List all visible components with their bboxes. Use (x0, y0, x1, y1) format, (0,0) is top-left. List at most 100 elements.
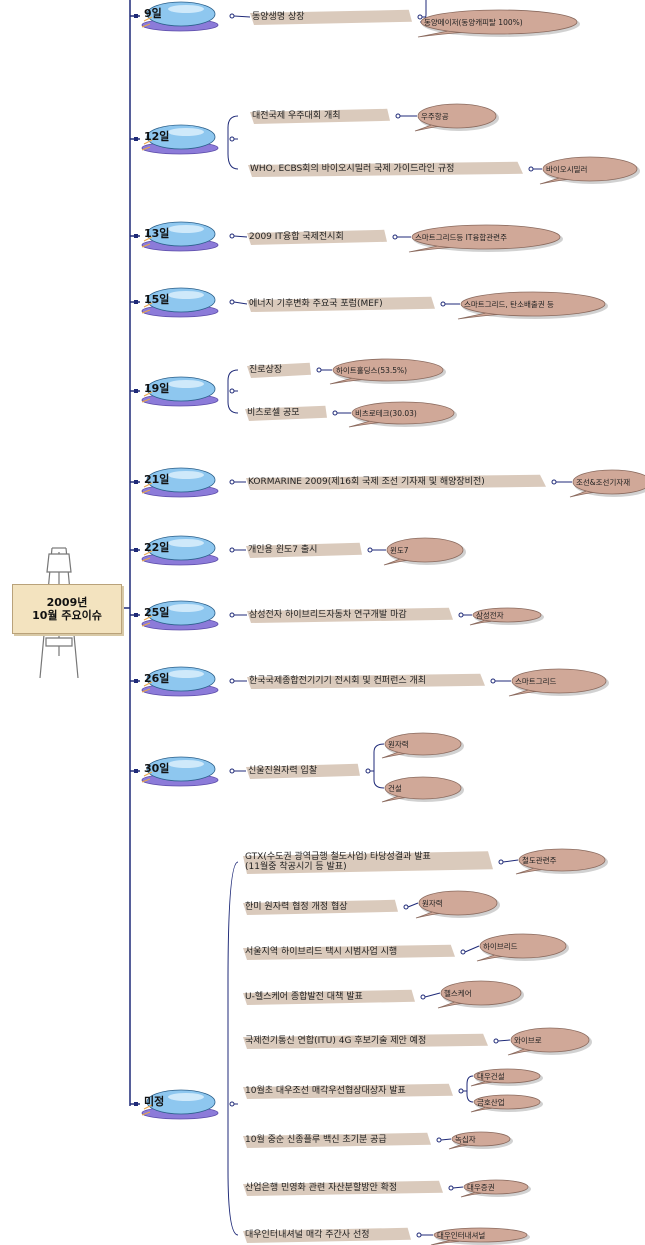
topic-item[interactable]: 개인용 윈도7 출시 (246, 542, 362, 558)
topic-item[interactable]: 한미 원자력 협정 개정 협상 (243, 899, 398, 915)
topic-item[interactable]: 국제전기통신 연합(ITU) 4G 후보기술 제안 예정 (243, 1033, 488, 1049)
tag-label: 대우인터내셔널 (437, 1231, 486, 1240)
topic-item[interactable]: 10월초 대우조선 매각우선협상대상자 발표 (243, 1083, 453, 1099)
tag-bubble[interactable]: 하이브리드 (476, 933, 569, 962)
tag-label: 조선&조선기자재 (576, 478, 631, 487)
tag-bubble[interactable]: 비츠로테크(30.03) (348, 401, 457, 428)
date-node[interactable]: 21일 (140, 465, 224, 499)
topic-item[interactable]: WHO, ECBS회의 바이오시밀러 국제 가이드라인 규정 (248, 161, 523, 177)
tag-label: 금호산업 (477, 1098, 505, 1107)
tag-label: 스마트그리드, 탄소배출권 등 (464, 300, 554, 309)
topic-item[interactable]: 에너지 기후변화 주요국 포럼(MEF) (247, 296, 435, 312)
date-node[interactable]: 19일 (140, 374, 224, 408)
topic-item[interactable]: 동양생명 상장 (250, 9, 412, 25)
tag-bubble[interactable]: 헬스케어 (437, 980, 524, 1009)
topic-item[interactable]: 삼성전자 하이브리드자동차 연구개발 마감 (247, 607, 453, 623)
tag-label: 바이오시밀러 (546, 165, 588, 174)
tag-label: 대우건설 (477, 1072, 505, 1081)
tag-bubble[interactable]: 원자력 (415, 890, 500, 919)
tag-label: 원자력 (422, 899, 443, 908)
topic-label: 10월 중순 신종플루 백신 초기분 공급 (245, 1135, 387, 1145)
topic-item[interactable]: 산업은행 민영화 관련 자산분할방안 확정 (243, 1180, 443, 1196)
tag-bubble[interactable]: 건설 (381, 776, 464, 803)
topic-label: 신울진원자력 입찰 (248, 766, 318, 776)
date-label: 13일 (144, 227, 170, 240)
tag-label: 녹십자 (455, 1135, 476, 1144)
tag-label: 대우증권 (467, 1183, 495, 1192)
topic-item[interactable]: 신울진원자력 입찰 (246, 763, 360, 779)
topic-label: GTX(수도권 광역급행 철도사업) 타당성결과 발표 (11월중 착공시기 등… (245, 852, 431, 872)
date-node[interactable]: 30일 (140, 754, 224, 788)
tag-bubble[interactable]: 스마트그리드, 탄소배출권 등 (457, 291, 608, 320)
topic-item[interactable]: 진로상장 (247, 362, 311, 378)
topic-label: KORMARINE 2009(제16회 국제 조선 기자재 및 해양장비전) (248, 477, 485, 487)
topic-label: 국제전기통신 연합(ITU) 4G 후보기술 제안 예정 (245, 1036, 427, 1046)
date-label: 25일 (144, 606, 170, 619)
date-label: 22일 (144, 541, 170, 554)
topic-label: U-헬스케어 종합발전 대책 발표 (245, 992, 363, 1002)
tag-bubble[interactable]: 대우인터내셔널 (430, 1227, 530, 1245)
date-label: 19일 (144, 382, 170, 395)
date-node[interactable]: 25일 (140, 598, 224, 632)
tag-label: 하이트홀딩스(53.5%) (336, 366, 408, 375)
tag-label: 헬스케어 (444, 989, 472, 998)
topic-item[interactable]: 서울지역 하이브리드 택시 시범사업 시행 (243, 944, 455, 960)
tag-label: 삼성전자 (476, 611, 504, 620)
tag-label: 철도관련주 (522, 856, 557, 865)
tag-bubble[interactable]: 대우증권 (460, 1179, 531, 1198)
topic-item[interactable]: GTX(수도권 광역급행 철도사업) 타당성결과 발표 (11월중 착공시기 등… (243, 850, 493, 874)
topic-item[interactable]: 10월 중순 신종플루 백신 초기분 공급 (243, 1132, 431, 1148)
date-label: 30일 (144, 762, 170, 775)
tag-label: 우주항공 (421, 112, 449, 121)
tag-bubble[interactable]: 철도관련주 (515, 848, 608, 875)
date-node[interactable]: 13일 (140, 219, 224, 253)
tag-bubble[interactable]: 스마트그리드등 IT융합관련주 (408, 224, 563, 253)
topic-item[interactable]: 대우인터내셔널 매각 주간사 선정 (243, 1227, 411, 1243)
date-label: 9일 (144, 7, 162, 20)
tag-label: 스마트그리드 (515, 677, 557, 686)
date-node[interactable]: 9일 (140, 0, 224, 33)
topic-label: 서울지역 하이브리드 택시 시범사업 시행 (245, 947, 398, 957)
root-node[interactable]: 2009년 10월 주요이슈 (12, 584, 122, 634)
date-label: 12일 (144, 130, 170, 143)
topic-label: 한미 원자력 협정 개정 협상 (245, 902, 348, 912)
topic-label: 산업은행 민영화 관련 자산분할방안 확정 (245, 1183, 398, 1193)
date-label: 미정 (144, 1095, 165, 1108)
topic-item[interactable]: U-헬스케어 종합발전 대책 발표 (243, 989, 415, 1005)
topic-item[interactable]: 비츠로셀 공모 (245, 405, 327, 421)
tag-bubble[interactable]: 원자력 (381, 732, 464, 759)
tag-bubble[interactable]: 녹십자 (448, 1131, 513, 1150)
tag-bubble[interactable]: 하이트홀딩스(53.5%) (329, 358, 446, 385)
topic-label: 삼성전자 하이브리드자동차 연구개발 마감 (249, 610, 407, 620)
topic-item[interactable]: 2009 IT융합 국제전시회 (247, 229, 387, 245)
tag-label: 건설 (388, 784, 402, 793)
tag-bubble[interactable]: 와이브로 (507, 1027, 592, 1056)
topic-label: 개인용 윈도7 출시 (248, 545, 318, 555)
tag-label: 스마트그리드등 IT융합관련주 (415, 233, 507, 242)
date-label: 21일 (144, 473, 170, 486)
date-node[interactable]: 22일 (140, 533, 224, 567)
tag-bubble[interactable]: 바이오시밀러 (539, 156, 640, 185)
topic-item[interactable]: KORMARINE 2009(제16회 국제 조선 기자재 및 해양장비전) (246, 474, 546, 490)
tag-bubble[interactable]: 대우건설 (470, 1068, 543, 1087)
tag-label: 윈도7 (390, 546, 409, 555)
date-node[interactable]: 15일 (140, 285, 224, 319)
topic-label: 10월초 대우조선 매각우선협상대상자 발표 (245, 1086, 406, 1096)
tag-bubble[interactable]: 윈도7 (383, 537, 466, 566)
date-node[interactable]: 12일 (140, 122, 224, 156)
tag-label: 하이브리드 (483, 942, 518, 951)
topic-item[interactable]: 대전국제 우주대회 개최 (250, 108, 390, 124)
tag-bubble[interactable]: 조선&조선기자재 (569, 469, 645, 498)
date-node[interactable]: 26일 (140, 664, 224, 698)
tag-bubble[interactable]: 우주항공 (414, 103, 499, 132)
tag-bubble[interactable]: 삼성전자 (469, 607, 544, 626)
tag-bubble[interactable]: 동양메이저(동양캐피탈 100%) (417, 9, 580, 38)
topic-label: 한국국제종합전기기기 전시회 및 컨퍼런스 개최 (249, 676, 427, 686)
topic-item[interactable]: 한국국제종합전기기기 전시회 및 컨퍼런스 개최 (247, 673, 485, 689)
topic-label: WHO, ECBS회의 바이오시밀러 국제 가이드라인 규정 (250, 164, 455, 174)
topic-label: 동양생명 상장 (252, 12, 305, 22)
date-node[interactable]: 미정 (140, 1087, 224, 1121)
tag-bubble[interactable]: 스마트그리드 (508, 668, 609, 697)
tag-bubble[interactable]: 금호산업 (470, 1094, 543, 1113)
